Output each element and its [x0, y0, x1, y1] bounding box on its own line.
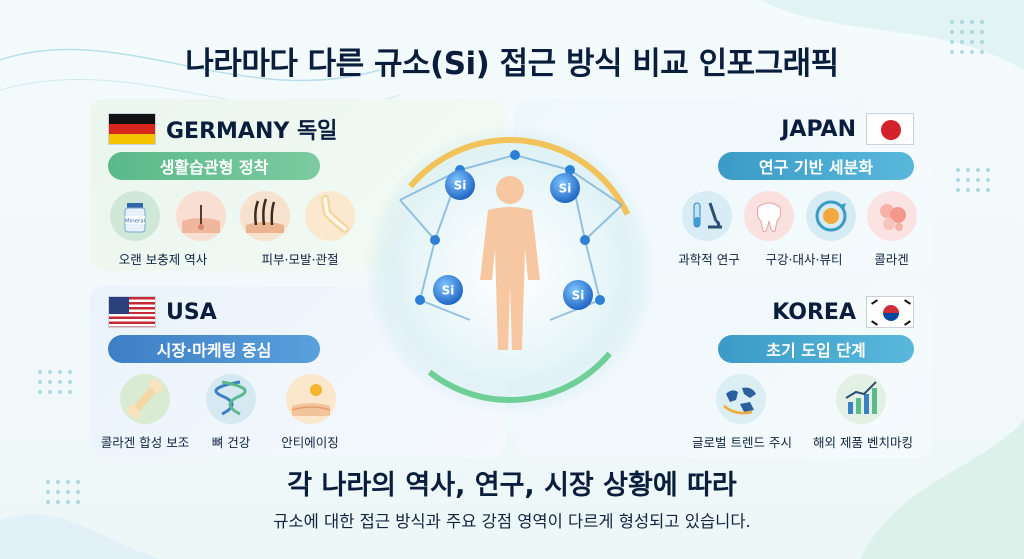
si-atom-icon [433, 170, 593, 310]
japan-flag-icon [866, 113, 914, 145]
supplement-bottle-icon: Mineral [110, 191, 160, 241]
si-label: Si [442, 284, 455, 298]
country-header-usa: USA [108, 296, 217, 328]
summary-headline: 각 나라의 역사, 연구, 시장 상황에 따라 [287, 470, 737, 501]
label-usa-antiaging: 안티에이징 [281, 435, 339, 450]
country-header-japan: JAPAN [781, 113, 914, 145]
country-name-japan: JAPAN [781, 116, 856, 142]
collagen-icon [867, 191, 917, 241]
tooth-icon [744, 191, 794, 241]
bottle-label: Mineral [125, 219, 146, 225]
hair-icon [240, 191, 290, 241]
tag-korea: 초기 도입 단계 [718, 335, 914, 363]
growth-chart-icon [836, 374, 886, 424]
country-name-usa: USA [166, 299, 217, 325]
metabolism-icon [806, 191, 856, 241]
label-usa-collagen: 콜라겐 합성 보조 [100, 435, 190, 450]
skin-icon [176, 191, 226, 241]
germany-flag-icon [108, 113, 156, 145]
label-japan-collagen: 콜라겐 [874, 252, 909, 267]
tag-japan: 연구 기반 세분화 [718, 152, 914, 180]
label-japan-research: 과학적 연구 [678, 252, 740, 267]
country-header-korea: KOREA [772, 296, 914, 328]
label-germany-history: 오랜 보충제 역사 [118, 252, 208, 267]
country-header-germany: GERMANY 독일 [108, 113, 337, 145]
label-usa-bone: 뼈 건강 [211, 435, 251, 450]
summary-body: 규소에 대한 접근 방식과 주요 강점 영역이 다르게 형성되고 있습니다. [273, 512, 751, 531]
tag-germany: 생활습관형 정착 [108, 152, 320, 180]
label-japan-areas: 구강·대사·뷰티 [765, 252, 843, 267]
center-human-silicon-illustration: Si Si Si Si [365, 125, 655, 415]
label-korea-trend: 글로벌 트렌드 주시 [692, 435, 792, 450]
usa-flag-icon [108, 296, 156, 328]
label-germany-benefits: 피부·모발·관절 [261, 252, 339, 267]
page-title: 나라마다 다른 규소(Si) 접근 방식 비교 인포그래픽 [185, 46, 839, 82]
si-label: Si [559, 182, 572, 196]
joint-icon [305, 191, 355, 241]
label-korea-benchmark: 해외 제품 벤치마킹 [813, 435, 913, 450]
bone-icon [120, 374, 170, 424]
sun-skin-icon [286, 374, 336, 424]
country-name-korea: KOREA [772, 299, 856, 325]
korea-flag-icon [866, 296, 914, 328]
test-tube-microscope-icon [682, 191, 732, 241]
si-label: Si [454, 179, 467, 193]
tag-usa: 시장·마케팅 중심 [108, 335, 320, 363]
si-label: Si [572, 289, 585, 303]
country-name-germany: GERMANY 독일 [166, 119, 338, 144]
dna-icon [206, 374, 256, 424]
globe-icon [716, 374, 766, 424]
